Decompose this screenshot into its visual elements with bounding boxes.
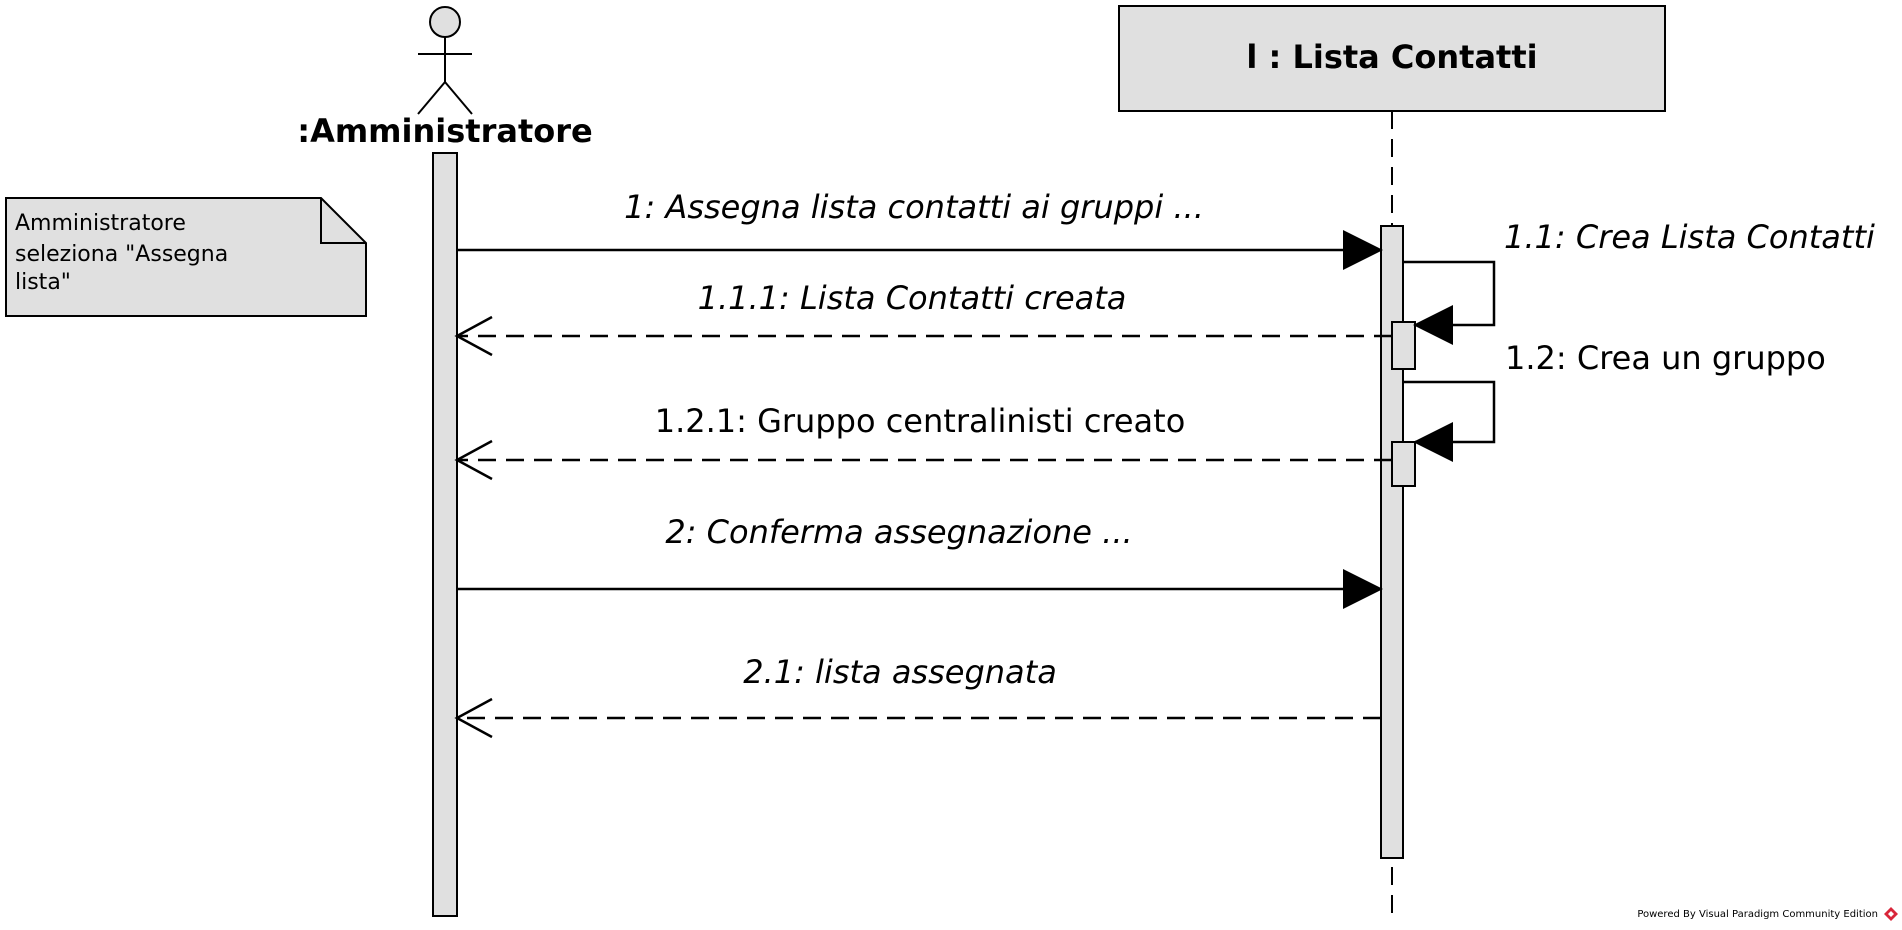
lifeline-head-box <box>1118 5 1666 112</box>
note-line-3: lista" <box>15 270 71 295</box>
message-1-2[interactable]: 1.2: Crea un gruppo <box>1403 339 1826 462</box>
actor-amministratore[interactable]: :Amministratore <box>297 6 593 150</box>
message-1-1[interactable]: 1.1: Crea Lista Contatti <box>1403 218 1875 345</box>
message-1-1-1-label: 1.1.1: Lista Contatti creata <box>698 279 1127 317</box>
message-1-2-label: 1.2: Crea un gruppo <box>1505 339 1826 377</box>
lifeline-activation-bar <box>1380 225 1404 859</box>
message-2-1[interactable]: 2.1: lista assegnata <box>454 653 1381 739</box>
message-2[interactable]: 2: Conferma assegnazione ... <box>457 513 1383 609</box>
note-line-1: Amministratore <box>15 211 186 236</box>
note-fold <box>320 198 366 244</box>
message-1-1-1-arrowhead <box>454 315 493 357</box>
visual-paradigm-logo-icon <box>1884 907 1898 921</box>
message-2-1-arrowhead <box>454 697 493 739</box>
message-1-2-1-label: 1.2.1: Gruppo centralinisti creato <box>655 402 1186 440</box>
note[interactable]: Amministratore seleziona "Assegna lista" <box>5 197 367 317</box>
message-2-1-label: 2.1: lista assegnata <box>743 653 1057 691</box>
lifeline-label: l : Lista Contatti <box>1246 38 1537 76</box>
message-1-2-1-arrowhead <box>454 439 493 481</box>
lifeline-lista-contatti[interactable]: l : Lista Contatti <box>1118 5 1666 112</box>
message-1-1-1[interactable]: 1.1.1: Lista Contatti creata <box>454 279 1392 357</box>
message-1-label: 1: Assegna lista contatti ai gruppi ... <box>624 188 1204 226</box>
message-1[interactable]: 1: Assegna lista contatti ai gruppi ... <box>457 188 1383 270</box>
nested-activation-1 <box>1391 321 1416 370</box>
message-1-1-arrow <box>1403 260 1496 345</box>
note-shape <box>5 197 367 317</box>
message-1-2-arrow <box>1403 380 1496 462</box>
message-1-1-label: 1.1: Crea Lista Contatti <box>1504 218 1875 256</box>
note-line-2: seleziona "Assegna <box>15 242 228 267</box>
watermark-text: Powered By Visual Paradigm Community Edi… <box>1637 909 1878 920</box>
message-1-2-1[interactable]: 1.2.1: Gruppo centralinisti creato <box>454 402 1392 481</box>
message-2-label: 2: Conferma assegnazione ... <box>665 513 1132 551</box>
actor-label: :Amministratore <box>297 112 592 150</box>
watermark: Powered By Visual Paradigm Community Edi… <box>1637 907 1898 921</box>
nested-activation-2 <box>1391 441 1416 487</box>
stick-figure-icon <box>417 6 473 115</box>
actor-activation-bar <box>432 152 458 917</box>
